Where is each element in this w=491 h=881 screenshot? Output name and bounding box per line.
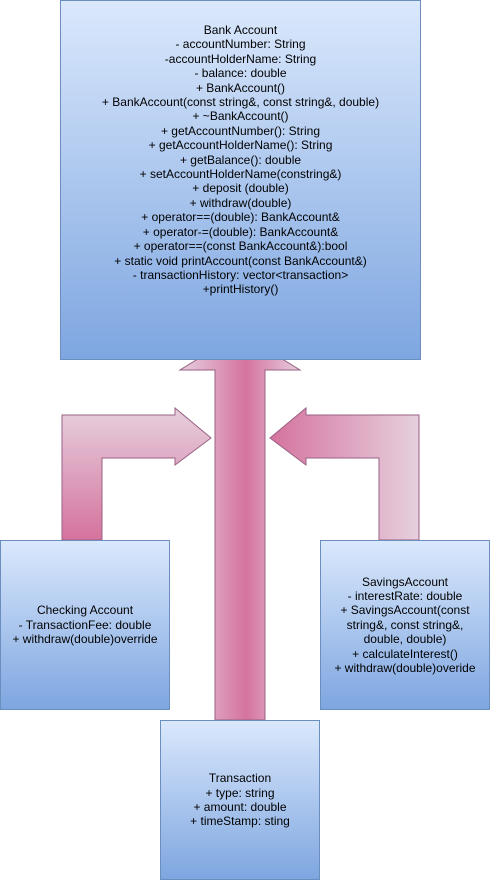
- class-member: + getBalance(): double: [179, 152, 302, 167]
- checking-account-class-box: Checking Account - TransactionFee: doubl…: [0, 540, 170, 710]
- class-member: +printHistory(): [202, 282, 279, 297]
- savings-account-class-box: SavingsAccount - interestRate: double + …: [320, 540, 490, 710]
- class-member: + withdraw(double)overide: [334, 661, 476, 676]
- class-member: + timeStamp: sting: [190, 814, 290, 829]
- class-title: Bank Account: [203, 23, 278, 37]
- class-member: + calculateInterest(): [352, 646, 458, 661]
- class-member: + amount: double: [193, 800, 287, 814]
- class-member: + deposit (double): [192, 181, 289, 196]
- class-member: + BankAccount(const string&, const strin…: [101, 95, 380, 110]
- class-member: + BankAccount(): [195, 80, 286, 95]
- class-member: + ~BankAccount(): [192, 109, 289, 124]
- class-member: + operator==(double): BankAccount&: [141, 210, 340, 225]
- class-member: + operator==(const BankAccount&):bool: [133, 239, 348, 254]
- class-member: + type: string: [205, 785, 275, 800]
- class-member: - transactionHistory: vector<transaction…: [132, 267, 349, 282]
- class-member: + SavingsAccount(const string&, const st…: [340, 603, 470, 647]
- class-title: SavingsAccount: [361, 574, 449, 589]
- class-member: + static void printAccount(const BankAcc…: [114, 253, 367, 268]
- arrow-checking-to-bankaccount: [61, 406, 212, 541]
- transaction-class-box: Transaction + type: string + amount: dou…: [160, 720, 320, 880]
- class-member: + withdraw(double)override: [12, 632, 158, 647]
- class-member: + setAccountHolderName(constring&): [139, 167, 342, 182]
- bank-account-class-box: Bank Account - accountNumber: String -ac…: [60, 0, 421, 360]
- class-member: - balance: double: [194, 66, 287, 81]
- class-title: Checking Account: [36, 603, 134, 618]
- class-member: + getAccountHolderName(): String: [148, 138, 333, 153]
- class-member: - interestRate: double: [347, 588, 463, 603]
- class-member: - accountNumber: String: [175, 37, 306, 52]
- class-member: + operator-=(double): BankAccount&: [142, 224, 339, 239]
- class-title: Transaction: [208, 771, 272, 786]
- class-member: + getAccountNumber(): String: [160, 123, 321, 138]
- arrow-savings-to-bankaccount: [269, 406, 420, 541]
- class-member: - TransactionFee: double: [18, 617, 152, 632]
- arrow-transaction-to-bankaccount: [178, 332, 302, 721]
- class-member: -accountHolderName: String: [164, 51, 317, 66]
- class-member: + withdraw(double): [189, 195, 292, 210]
